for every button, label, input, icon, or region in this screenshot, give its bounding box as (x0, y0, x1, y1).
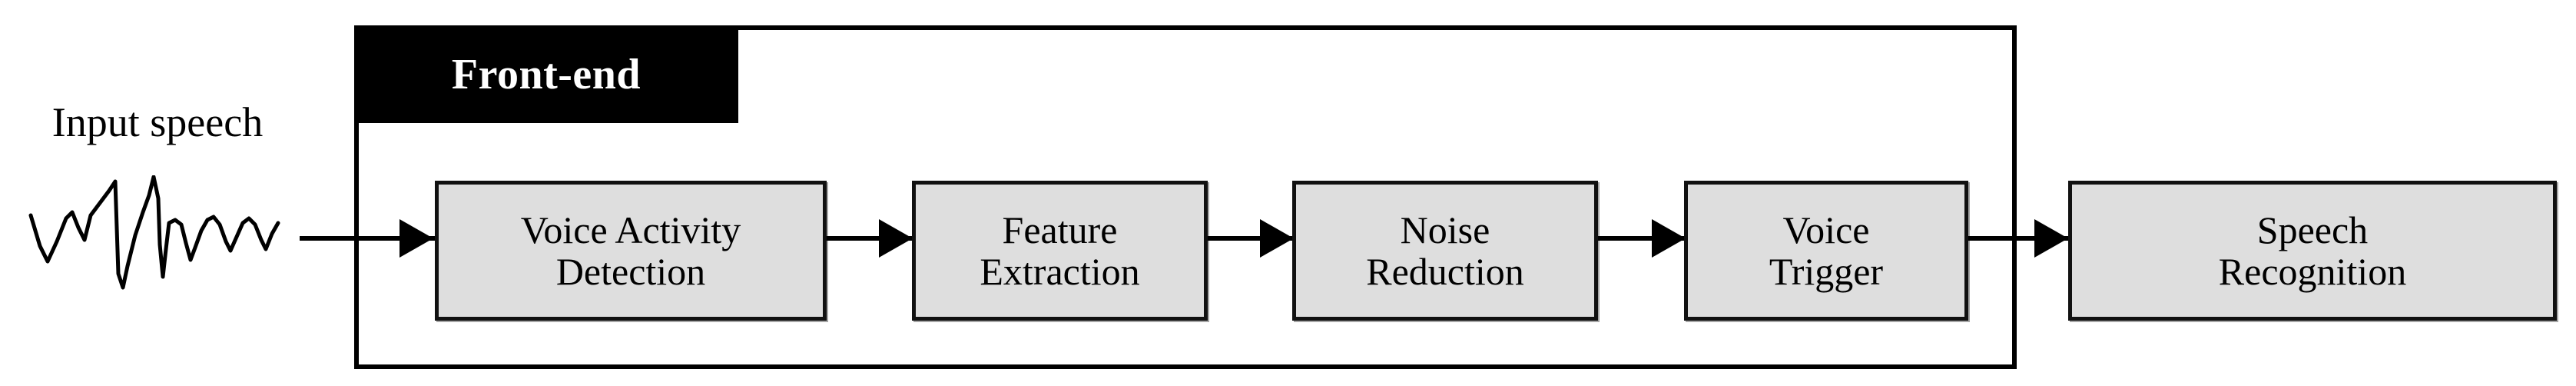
arrowhead-input-to-vad (399, 219, 433, 258)
box-vad-line1: Voice Activity (520, 208, 741, 251)
box-speech-recognition[interactable]: Speech Recognition (2068, 181, 2557, 321)
arrowhead-noise-reduction-to-voice-trigger (1652, 219, 1686, 258)
box-vad-line2: Detection (555, 250, 706, 293)
box-noise-reduction[interactable]: Noise Reduction (1292, 181, 1598, 321)
box-vt-line1: Voice (1782, 208, 1870, 251)
box-fe-line2: Extraction (980, 250, 1140, 293)
box-feature-extraction[interactable]: Feature Extraction (912, 181, 1208, 321)
speech-waveform-icon (28, 175, 280, 290)
box-voice-trigger[interactable]: Voice Trigger (1684, 181, 1968, 321)
front-end-badge: Front-end (354, 25, 738, 123)
arrowhead-voice-trigger-to-speech-recognition (2034, 219, 2068, 258)
box-vt-line2: Trigger (1769, 250, 1884, 293)
front-end-group-container (354, 25, 2017, 369)
arrowhead-feature-extraction-to-noise-reduction (1260, 219, 1294, 258)
box-voice-activity-detection[interactable]: Voice Activity Detection (435, 181, 827, 321)
connector-input-to-vad (300, 236, 462, 241)
arrowhead-vad-to-feature-extraction (879, 219, 913, 258)
box-nr-line1: Noise (1400, 208, 1490, 251)
box-asr-line2: Recognition (2218, 250, 2407, 293)
box-asr-line1: Speech (2256, 208, 2369, 251)
box-fe-line1: Feature (1002, 208, 1118, 251)
box-nr-line2: Reduction (1366, 250, 1524, 293)
input-speech-label: Input speech (51, 99, 264, 145)
